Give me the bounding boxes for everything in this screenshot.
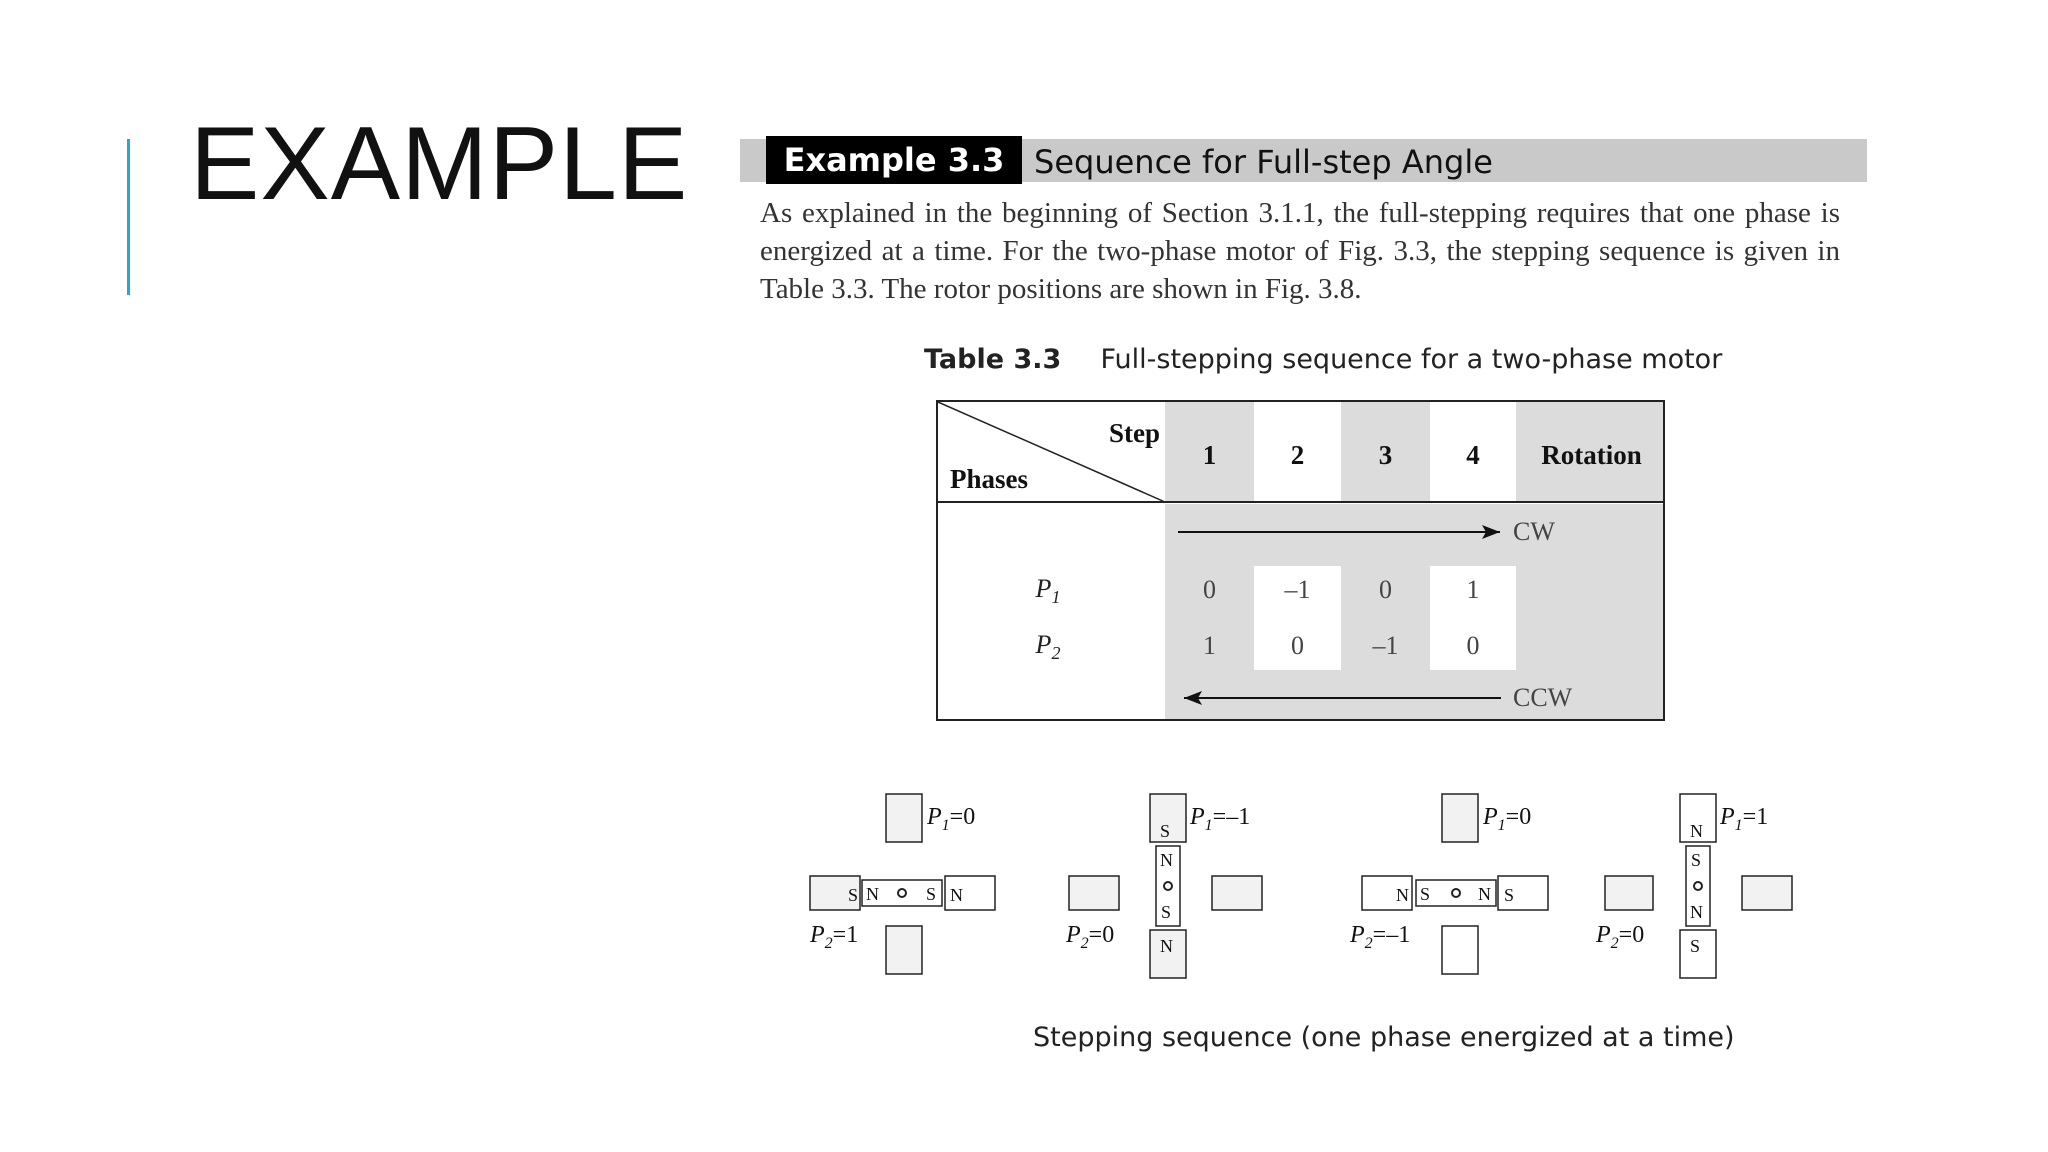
table-cell: 0 (1203, 575, 1216, 604)
rotor-diagram-4: N S S N P1=1 P2=0 (1595, 793, 1793, 979)
corner-phases-label: Phases (950, 464, 1029, 494)
svg-text:N: N (1160, 850, 1173, 870)
table-cell: –1 (1372, 631, 1399, 660)
svg-text:S: S (1420, 884, 1430, 904)
svg-text:N: N (950, 885, 963, 905)
svg-text:N: N (866, 884, 879, 904)
table-lines (938, 402, 1663, 705)
column-header: 4 (1466, 440, 1480, 470)
svg-text:S: S (926, 884, 936, 904)
shade-col-3 (1341, 402, 1430, 502)
svg-text:S: S (1161, 902, 1171, 922)
shade-body-col-3 (1341, 566, 1430, 670)
example-title: Sequence for Full-step Angle (1034, 143, 1493, 181)
shade-body-rotation (1516, 566, 1663, 670)
rotor-diagram-3: N S S N P1=0 P2=–1 (1349, 793, 1549, 975)
svg-text:P2=1: P2=1 (809, 922, 858, 952)
rotor-diagram-2: S N N S P1=–1 P2=0 (1065, 793, 1263, 979)
column-header: 3 (1378, 440, 1393, 470)
svg-text:S: S (1691, 850, 1701, 870)
p2-value: 0 (1632, 922, 1644, 948)
p2-value: –1 (1385, 922, 1410, 948)
table-cell: 0 (1466, 631, 1480, 660)
p2-value: 0 (1102, 922, 1114, 948)
table-caption-label: Table 3.3 (924, 344, 1062, 375)
corner-step-label: Step (1108, 418, 1160, 448)
rotor-position-diagrams: S N N S P1=0 P2=1 S N N S P1=–1 P2=0 (809, 793, 1793, 979)
shade-col-1 (1165, 402, 1254, 502)
table-cell: 0 (1379, 575, 1392, 604)
shade-rotation (1516, 402, 1663, 502)
svg-text:S: S (1160, 821, 1170, 841)
svg-text:N: N (1396, 885, 1409, 905)
rotor-diagram-1: S N N S P1=0 P2=1 (809, 793, 996, 975)
svg-text:S: S (1690, 936, 1700, 956)
shade-body-col-1 (1165, 566, 1254, 670)
cw-label: CW (1513, 517, 1555, 546)
table-cell: 1 (1466, 575, 1480, 604)
example-label: Example 3.3 (766, 136, 1022, 184)
svg-text:N: N (1160, 936, 1173, 956)
svg-text:N: N (1690, 902, 1703, 922)
table-cell: –1 (1284, 575, 1311, 604)
column-header: 1 (1202, 440, 1217, 470)
table-caption-text: Full-stepping sequence for a two-phase m… (1100, 344, 1723, 375)
shade-ccw-row (1165, 670, 1663, 719)
ccw-label: CCW (1513, 683, 1573, 712)
table-cell: 0 (1291, 631, 1304, 660)
svg-text:S: S (848, 885, 858, 905)
p1-value: 0 (1519, 804, 1531, 830)
svg-text:P1=–1: P1=–1 (1189, 804, 1250, 834)
svg-text:P1=0: P1=0 (926, 804, 975, 834)
example-paragraph: As explained in the beginning of Section… (760, 197, 1840, 305)
shade-cw-row (1165, 504, 1663, 566)
accent-bar (127, 139, 130, 295)
svg-text:P2=–1: P2=–1 (1349, 922, 1410, 952)
slide-title: EXAMPLE (190, 106, 689, 222)
svg-text:P2=0: P2=0 (1595, 922, 1644, 952)
p1-value: 1 (1756, 804, 1768, 830)
phase-label-p1: P1 (1035, 574, 1061, 608)
svg-text:P1=1: P1=1 (1719, 804, 1768, 834)
column-header: 2 (1290, 440, 1305, 470)
svg-text:P2=0: P2=0 (1065, 922, 1114, 952)
svg-text:P1=0: P1=0 (1482, 804, 1531, 834)
stepping-table: Step Phases 1 2 3 4 Rotation CW CCW P1 0… (936, 400, 1665, 721)
table-caption: Table 3.3 Full-stepping sequence for a t… (924, 344, 1722, 375)
svg-text:N: N (1478, 884, 1491, 904)
p1-value: 0 (963, 804, 975, 830)
svg-text:S: S (1504, 885, 1514, 905)
p2-value: 1 (846, 922, 858, 948)
p1-value: –1 (1225, 804, 1250, 830)
rotation-header: Rotation (1541, 440, 1642, 470)
figure-caption: Stepping sequence (one phase energized a… (1033, 1022, 1735, 1053)
phase-label-p2: P2 (1035, 630, 1061, 664)
svg-text:N: N (1690, 821, 1703, 841)
table-cell: 1 (1203, 631, 1216, 660)
